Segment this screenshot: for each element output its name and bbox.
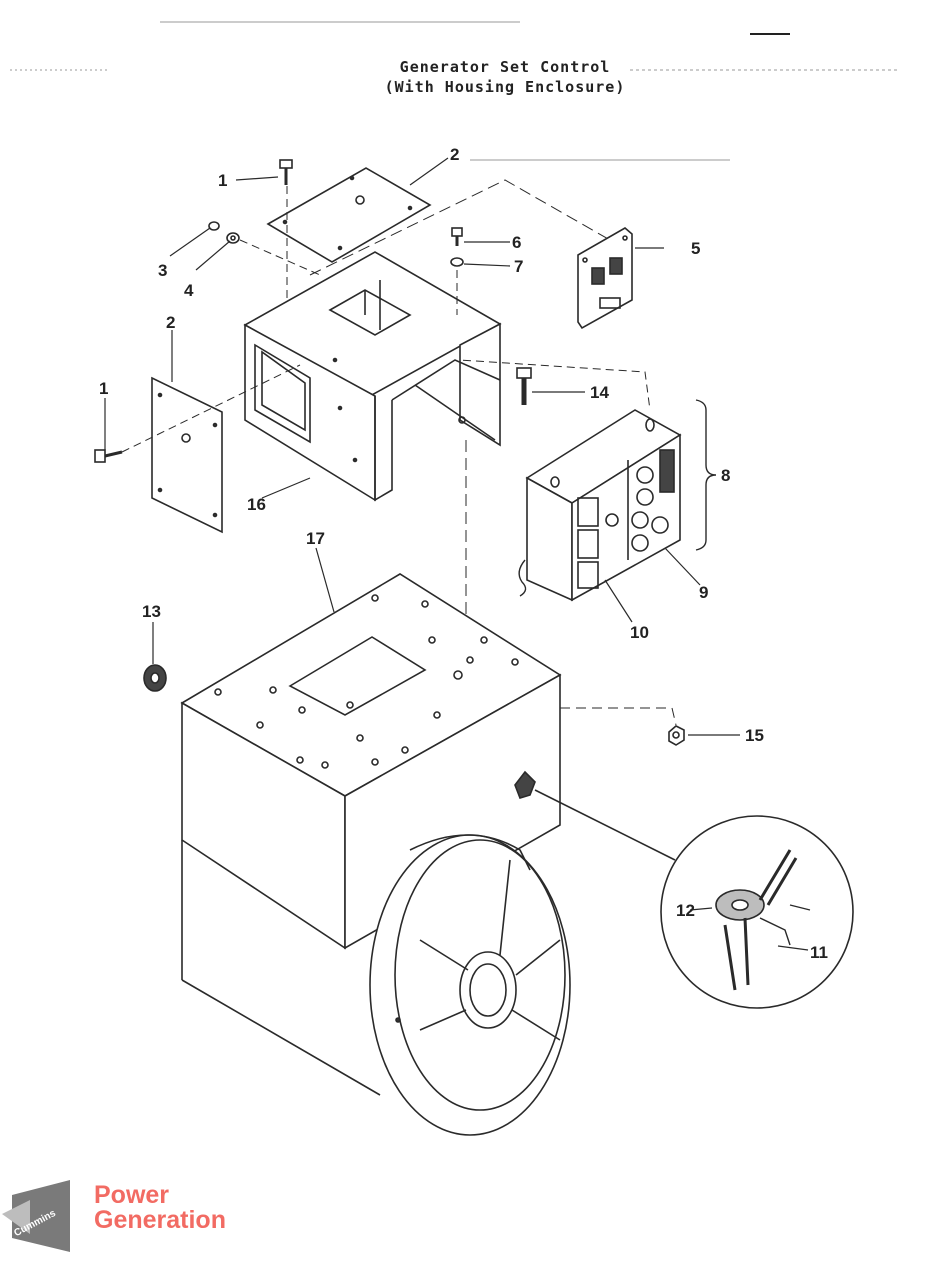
diagram-title: Generator Set Control (399, 58, 611, 76)
callout-15: 15 (745, 726, 764, 745)
callout-1-side: 1 (99, 379, 108, 398)
callout-1-top: 1 (218, 171, 227, 190)
terminal-board (577, 227, 633, 330)
callout-9: 9 (699, 583, 708, 602)
callout-3: 3 (158, 261, 167, 280)
callout-14: 14 (590, 383, 609, 402)
callout-labels: 1 2 3 4 5 6 7 14 2 1 16 8 9 10 17 13 15 … (99, 145, 828, 962)
brand-generation-text: Generation (94, 1206, 226, 1234)
housing-enclosure (243, 251, 502, 502)
callout-8: 8 (721, 466, 730, 485)
callout-4: 4 (184, 281, 194, 300)
leader-lines (104, 157, 809, 951)
bolt-side-icon (94, 449, 123, 463)
callout-6: 6 (512, 233, 521, 252)
long-bolt-icon (516, 367, 532, 405)
washer-nut-icon (208, 221, 240, 244)
callout-13: 13 (142, 602, 161, 621)
callout-16: 16 (247, 495, 266, 514)
control-box (518, 409, 682, 602)
scan-header-lines (10, 21, 900, 161)
bolt-top-icon (279, 159, 293, 185)
callout-17: 17 (306, 529, 325, 548)
callout-11: 11 (810, 943, 828, 962)
alternator-rotor (369, 834, 571, 1136)
callout-7: 7 (514, 257, 523, 276)
diagram-subtitle: (With Housing Enclosure) (384, 78, 626, 96)
callout-2-top: 2 (450, 145, 459, 164)
screw-washer-icon (450, 227, 464, 267)
grommet-icon (143, 664, 167, 692)
callout-12: 12 (676, 901, 695, 920)
brand-power-text: Power (94, 1181, 170, 1209)
current-transformer-detail (660, 815, 854, 1009)
side-cover-plate (151, 376, 223, 534)
callout-2-side: 2 (166, 313, 175, 332)
generator-housing (180, 573, 562, 1096)
top-cover-plate (266, 167, 432, 263)
nut-icon (668, 725, 685, 746)
cummins-logo: Cummins (2, 1180, 70, 1252)
callout-10: 10 (630, 623, 649, 642)
callout-5: 5 (691, 239, 700, 258)
